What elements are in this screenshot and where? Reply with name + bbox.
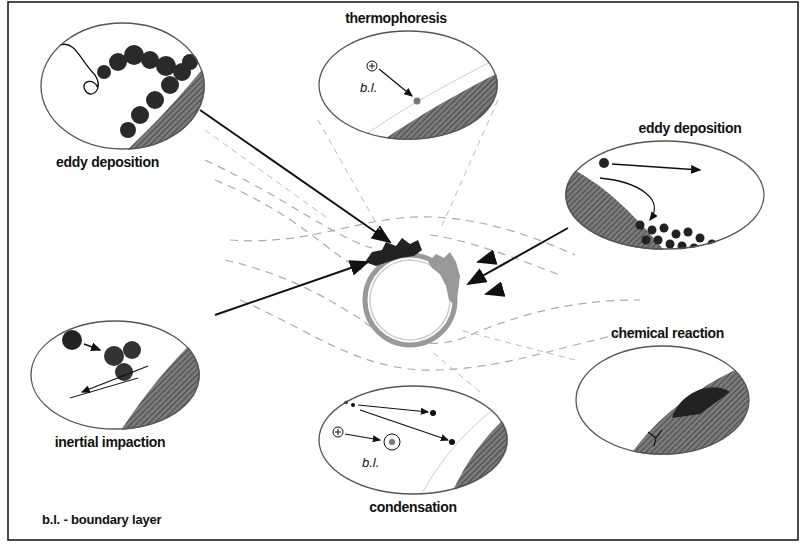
inset-ellipse: inertial impaction <box>30 320 200 430</box>
inset-ellipse: thermophoresisb.l. <box>318 30 498 140</box>
eddy-right-inset-art <box>563 158 717 255</box>
mechanism-label: thermophoresis <box>345 10 447 26</box>
ellipse-outline <box>318 30 498 140</box>
inset-ellipse: eddy deposition <box>565 140 765 250</box>
inset-ellipse: condensationb.l. <box>318 385 508 495</box>
boundary-layer-mark: b.l. <box>362 455 379 470</box>
impaction-inset-art <box>62 330 205 435</box>
frame-border <box>8 2 798 540</box>
legend-note: b.l. - boundary layer <box>42 512 161 527</box>
tube-section <box>365 238 460 345</box>
mechanism-label: chemical reaction <box>611 325 724 341</box>
inset-ellipse: chemical reaction <box>575 345 750 455</box>
mechanism-label: eddy deposition <box>56 154 159 170</box>
chemical-inset-art <box>628 362 752 458</box>
mechanism-label: inertial impaction <box>55 434 166 450</box>
condensation-inset-art <box>333 400 510 497</box>
eddy-inset-art <box>60 44 212 160</box>
ellipse-outline <box>575 345 750 455</box>
boundary-layer-mark: b.l. <box>360 80 377 95</box>
ellipse-outline <box>30 320 200 430</box>
mechanism-label: condensation <box>369 499 456 515</box>
thermophoresis-inset-art <box>355 58 500 145</box>
ellipse-outline <box>40 22 205 150</box>
inset-leaders <box>205 100 575 392</box>
deposition-arrows <box>200 110 568 315</box>
mechanism-label: eddy deposition <box>639 120 742 136</box>
inset-ellipse: eddy deposition <box>40 22 205 150</box>
ellipse-outline <box>318 385 508 495</box>
ellipse-outline <box>565 140 765 250</box>
